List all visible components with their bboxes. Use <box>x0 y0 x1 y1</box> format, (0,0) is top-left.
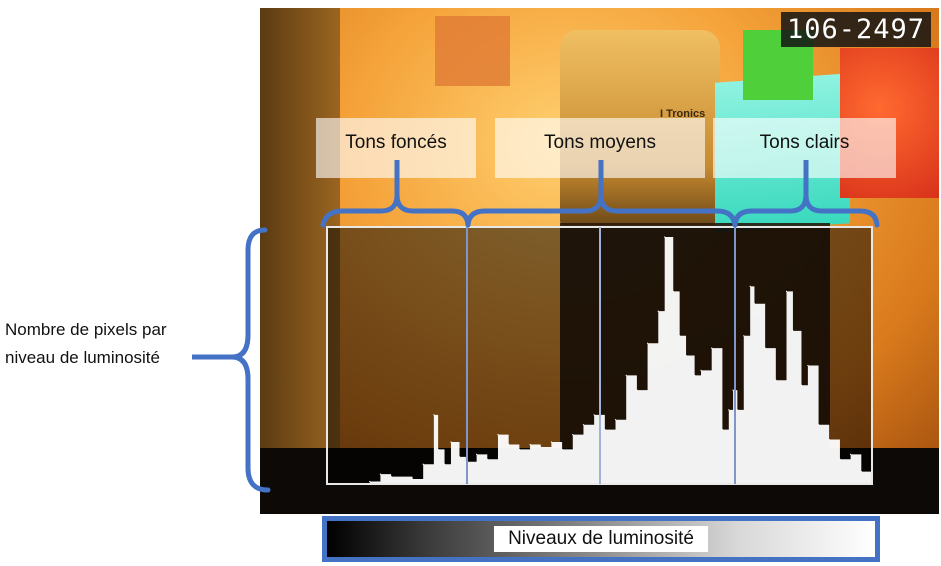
mid-tones-text: Tons moyens <box>544 132 656 153</box>
y-axis-label: Nombre de pixels par niveau de luminosit… <box>5 320 167 367</box>
histogram-point <box>518 448 520 451</box>
histogram-point <box>728 409 730 411</box>
histogram-point <box>657 310 659 312</box>
histogram-point <box>850 453 852 455</box>
histogram-point <box>572 434 574 436</box>
histogram-point <box>390 475 392 478</box>
dark-tones-text: Tons foncés <box>345 132 447 153</box>
histogram-point <box>422 463 424 465</box>
histogram-point <box>753 303 756 305</box>
y-axis-brace <box>229 227 271 493</box>
histogram-point <box>700 369 702 371</box>
histogram-point <box>679 335 681 337</box>
histogram-point <box>711 347 713 349</box>
histogram-point <box>593 414 595 416</box>
histogram-point <box>540 446 542 448</box>
histogram-point <box>458 456 461 458</box>
histogram-point <box>582 424 585 426</box>
histogram-point <box>839 458 841 460</box>
histogram-point <box>433 414 435 416</box>
histogram-point <box>828 438 830 441</box>
histogram-point <box>561 448 563 451</box>
histogram-point <box>508 443 510 446</box>
histogram-point <box>807 364 809 367</box>
light-tones-brace <box>732 192 880 228</box>
histogram-point <box>749 285 751 287</box>
histogram-point <box>443 463 446 465</box>
histogram-point <box>369 480 371 483</box>
mid-tones-label: Tons moyens <box>495 118 705 178</box>
histogram-point <box>550 441 553 443</box>
histogram-point <box>636 389 638 391</box>
x-axis-label: Niveaux de luminosité <box>494 526 708 552</box>
histogram-point <box>486 458 488 460</box>
histogram-point <box>817 424 820 426</box>
histogram-point <box>785 290 788 292</box>
histogram-point <box>437 448 439 451</box>
histogram-point <box>529 443 531 446</box>
histogram-point <box>764 347 766 349</box>
histogram-point <box>736 409 738 411</box>
histogram-point <box>379 473 382 475</box>
histogram-point <box>775 379 777 381</box>
mid-tones-brace <box>465 192 738 228</box>
light-tones-text: Tons clairs <box>759 132 850 153</box>
histogram-point <box>732 389 734 391</box>
histogram-point <box>450 441 452 443</box>
histogram-point <box>625 374 627 376</box>
histogram-point <box>694 374 696 376</box>
frame-number-label: 106-2497 <box>780 12 931 47</box>
histogram-point <box>685 354 687 357</box>
histogram-point <box>646 342 649 344</box>
histogram-point <box>497 434 499 436</box>
histogram-point <box>860 471 862 473</box>
histogram-point <box>721 429 723 431</box>
histogram-point <box>614 419 617 421</box>
dark-tones-brace <box>320 192 471 228</box>
histogram-point <box>476 453 478 455</box>
light-tones-label: Tons clairs <box>713 118 896 178</box>
histogram-point <box>800 384 803 386</box>
histogram-point <box>411 478 414 480</box>
histogram-point <box>672 290 674 292</box>
histogram-point <box>604 429 606 431</box>
histogram-point <box>792 330 794 332</box>
histogram-point <box>743 335 745 337</box>
histogram-point <box>664 236 666 238</box>
luminance-gradient-bar: Niveaux de luminosité <box>322 516 880 562</box>
